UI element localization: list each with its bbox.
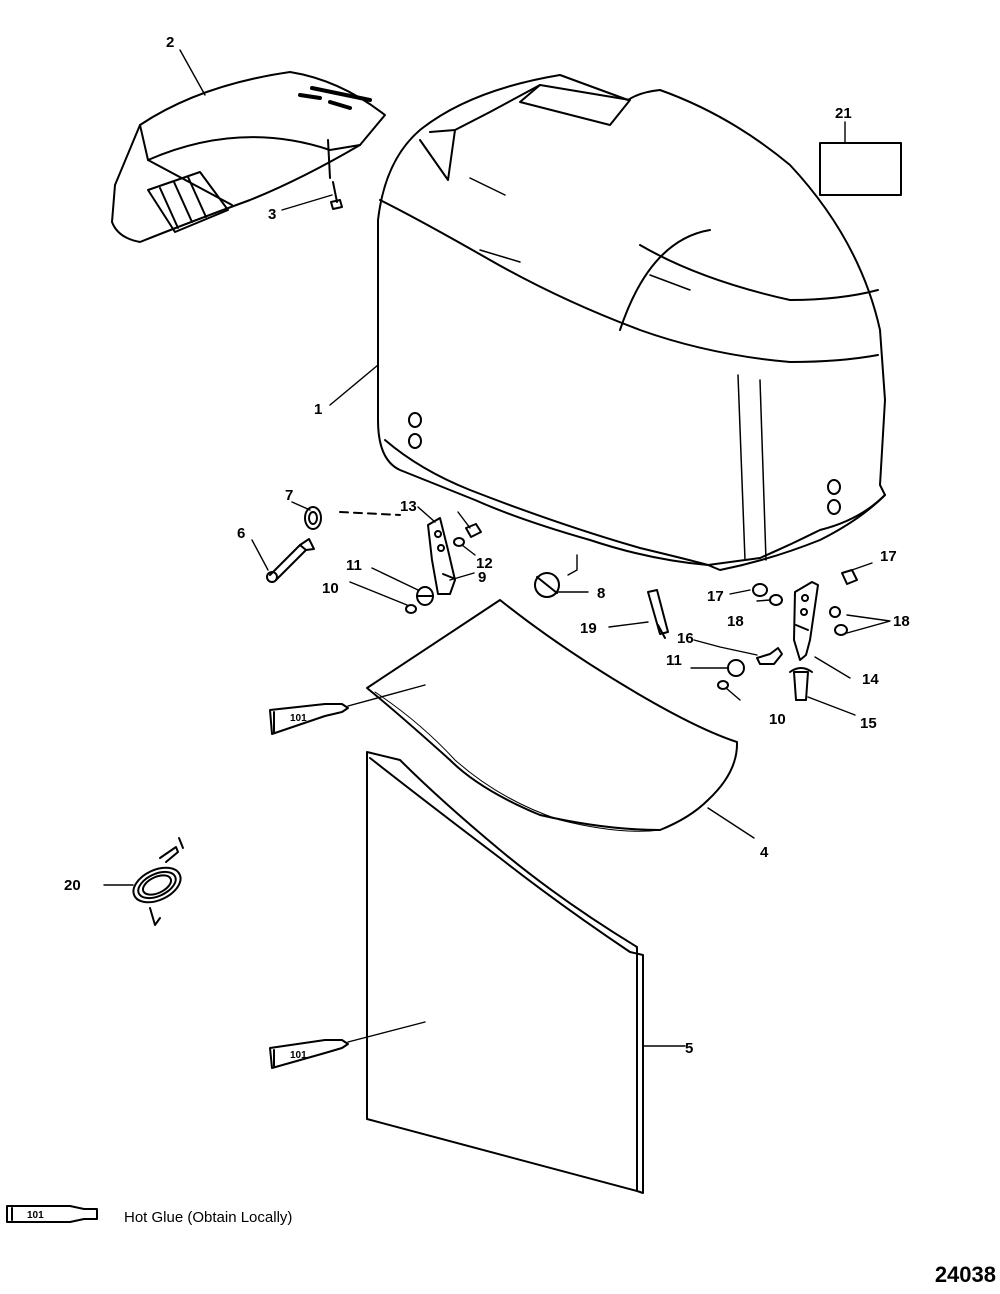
callout-12: 12 [476, 555, 493, 572]
glue-tube-1-code: 101 [290, 713, 307, 724]
latch [647, 589, 669, 639]
callout-17-right: 17 [880, 548, 897, 565]
callout-20: 20 [64, 877, 81, 894]
callout-5: 5 [685, 1040, 693, 1057]
legend-glue-icon [6, 1205, 98, 1223]
callout-7: 7 [285, 487, 293, 504]
glue-tube-1 [269, 703, 349, 735]
callout-4: 4 [760, 844, 769, 861]
callout-2: 2 [166, 34, 174, 51]
legend-text: Hot Glue (Obtain Locally) [124, 1209, 293, 1226]
callout-13: 13 [400, 498, 417, 515]
callout-10-left: 10 [322, 580, 339, 597]
callout-18-right: 18 [893, 613, 910, 630]
callout-11-left: 11 [346, 557, 362, 574]
large-panel [366, 751, 644, 1194]
leader-lines [103, 49, 891, 1047]
decal [819, 142, 902, 196]
washer-7 [304, 506, 322, 530]
callout-8: 8 [597, 585, 605, 602]
callout-14: 14 [862, 671, 879, 688]
callout-10-right: 10 [769, 711, 786, 728]
grommet [534, 572, 560, 598]
left-bracket-assembly [266, 506, 482, 614]
figure-number: 24038 [934, 1262, 996, 1287]
callout-6: 6 [237, 525, 245, 542]
callout-1: 1 [314, 401, 322, 418]
screw [330, 181, 343, 210]
callout-15: 15 [860, 715, 877, 732]
callout-21: 21 [835, 105, 852, 122]
callout-19: 19 [580, 620, 597, 637]
callout-11-right: 11 [666, 652, 682, 669]
seal-plate [366, 599, 739, 831]
glue-tube-2-code: 101 [290, 1050, 307, 1061]
glue-tube-2 [269, 1039, 349, 1069]
top-cowl-cap [111, 71, 386, 243]
legend-tube-code: 101 [27, 1210, 44, 1221]
spacer [727, 659, 745, 677]
right-bracket-assembly [717, 569, 858, 701]
callout-17-left: 17 [707, 588, 724, 605]
main-cowl [377, 74, 886, 571]
callout-3: 3 [268, 206, 276, 223]
callout-18-left: 18 [727, 613, 744, 630]
callout-16: 16 [677, 630, 694, 647]
wire-cord [132, 837, 184, 926]
callout-9: 9 [478, 569, 486, 586]
